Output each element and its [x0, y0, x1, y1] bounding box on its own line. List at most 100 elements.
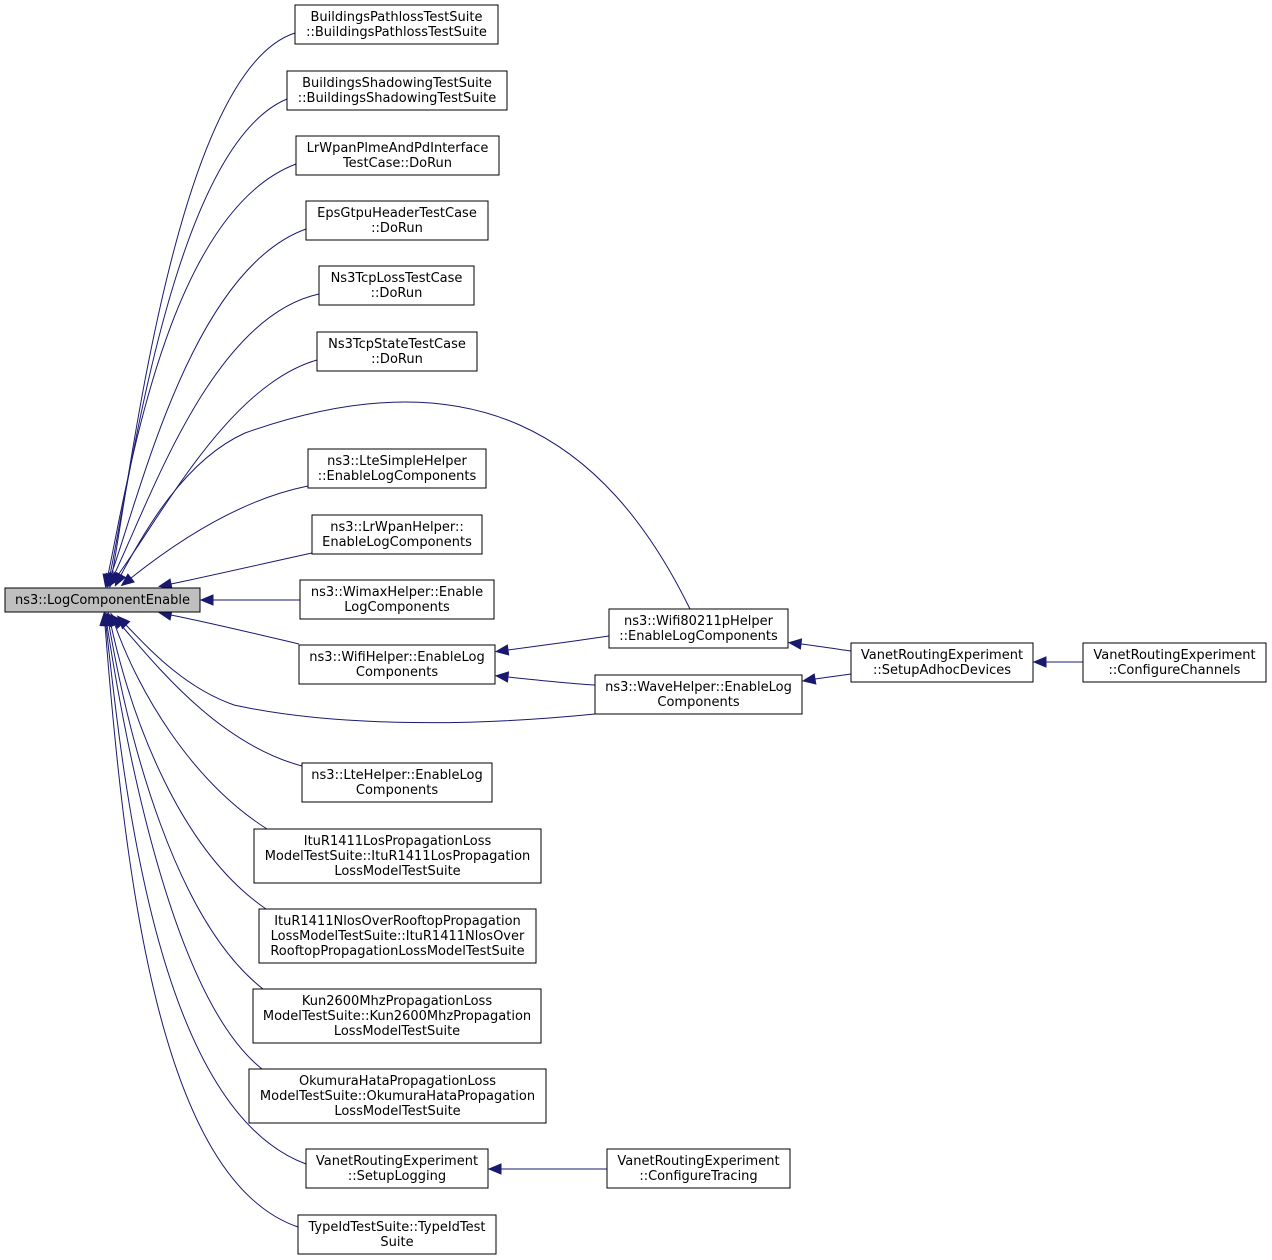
- node-label-line: ModelTestSuite::Kun2600MhzPropagation: [263, 1009, 531, 1024]
- node-label-line: Ns3TcpLossTestCase: [331, 271, 463, 286]
- caller-node-wfh[interactable]: ns3::WifiHelper::EnableLogComponents: [298, 644, 496, 685]
- caller-node-tid[interactable]: TypeIdTestSuite::TypeIdTestSuite: [297, 1214, 497, 1255]
- caller-node-w80[interactable]: ns3::Wifi80211pHelper::EnableLogComponen…: [608, 608, 789, 649]
- node-label-line: Components: [657, 695, 739, 710]
- arrowhead-icon: [1032, 656, 1047, 668]
- edge-line: [117, 359, 318, 576]
- nodes-layer: ns3::LogComponentEnable BuildingsPathloss…: [4, 4, 1267, 1255]
- edge-line: [108, 624, 264, 990]
- edge-line: [120, 624, 303, 767]
- caller-node-wmx[interactable]: ns3::WimaxHelper::EnableLogComponents: [299, 579, 495, 620]
- edge-line: [107, 163, 297, 576]
- node-label-line: Components: [356, 665, 438, 680]
- edge-wmx-to-root: [199, 594, 301, 606]
- caller-node-tcs[interactable]: Ns3TcpStateTestCase::DoRun: [316, 331, 478, 372]
- node-box: [295, 135, 500, 176]
- edge-line: [109, 98, 288, 576]
- caller-node-lwh[interactable]: ns3::LrWpanHelper::EnableLogComponents: [311, 514, 483, 555]
- node-label-line: RooftopPropagationLossModelTestSuite: [270, 944, 524, 959]
- node-label-line: ::BuildingsPathlossTestSuite: [306, 25, 487, 40]
- node-label-line: Suite: [380, 1235, 413, 1250]
- node-label-line: ::DoRun: [371, 352, 423, 367]
- caller-node-bpl[interactable]: BuildingsPathlossTestSuite::BuildingsPat…: [294, 4, 499, 45]
- node-label-line: ns3::WimaxHelper::Enable: [311, 585, 483, 600]
- node-label-line: BuildingsPathlossTestSuite: [311, 10, 483, 25]
- node-label-line: Kun2600MhzPropagationLoss: [302, 994, 492, 1009]
- node-label-line: Ns3TcpStateTestCase: [328, 337, 466, 352]
- arrowhead-icon: [801, 673, 817, 685]
- node-label-line: ModelTestSuite::OkumuraHataPropagation: [260, 1089, 535, 1104]
- caller-node-itn[interactable]: ItuR1411NlosOverRooftopPropagationLossMo…: [258, 908, 537, 964]
- node-box: [606, 1148, 791, 1189]
- caller-node-kun[interactable]: Kun2600MhzPropagationLossModelTestSuite:…: [252, 988, 542, 1044]
- edge-line: [130, 485, 309, 579]
- edge-line: [114, 624, 268, 830]
- caller-node-vad[interactable]: VanetRoutingExperiment::SetupAdhocDevice…: [850, 642, 1034, 683]
- node-box: [850, 642, 1034, 683]
- node-label-line: LossModelTestSuite: [334, 1024, 460, 1039]
- caller-node-lsh[interactable]: ns3::LteSimpleHelper::EnableLogComponent…: [307, 448, 487, 489]
- caller-node-eps[interactable]: EpsGtpuHeaderTestCase::DoRun: [305, 200, 489, 241]
- edge-tcs-to-root: [110, 359, 318, 586]
- edge-vad-to-wav: [801, 673, 852, 685]
- edge-lrp-to-root: [102, 163, 297, 589]
- node-box: [1082, 642, 1267, 683]
- node-box: [253, 828, 542, 884]
- arrowhead-icon: [494, 644, 510, 656]
- caller-node-bsh[interactable]: BuildingsShadowingTestSuite::BuildingsSh…: [286, 70, 508, 111]
- edge-line: [111, 32, 296, 576]
- node-box: [294, 4, 499, 45]
- edge-line: [125, 624, 596, 724]
- edge-w80-to-root: [114, 401, 691, 610]
- node-label-line: ::SetupLogging: [348, 1169, 446, 1184]
- caller-node-vcc[interactable]: VanetRoutingExperiment::ConfigureChannel…: [1082, 642, 1267, 683]
- caller-node-oku[interactable]: OkumuraHataPropagationLossModelTestSuite…: [248, 1068, 547, 1124]
- caller-node-itl[interactable]: ItuR1411LosPropagationLossModelTestSuite…: [253, 828, 542, 884]
- root-function-node[interactable]: ns3::LogComponentEnable: [4, 587, 201, 613]
- caller-node-tcl[interactable]: Ns3TcpLossTestCase::DoRun: [318, 265, 475, 306]
- node-label-line: ns3::WifiHelper::EnableLog: [309, 650, 484, 665]
- arrowhead-icon: [494, 671, 510, 683]
- edge-line: [105, 624, 307, 1165]
- edge-tid-to-root: [99, 611, 299, 1228]
- node-label-line: EpsGtpuHeaderTestCase: [317, 206, 477, 221]
- node-box: [301, 762, 493, 803]
- node-label-line: ::EnableLogComponents: [318, 469, 477, 484]
- caller-node-wav[interactable]: ns3::WaveHelper::EnableLogComponents: [594, 674, 803, 715]
- edge-line: [120, 401, 691, 610]
- edge-bpl-to-root: [106, 32, 296, 589]
- node-label-line: ns3::LteHelper::EnableLog: [311, 768, 482, 783]
- edge-line: [170, 614, 300, 645]
- node-label-line: VanetRoutingExperiment: [861, 648, 1023, 663]
- caller-node-lte[interactable]: ns3::LteHelper::EnableLogComponents: [301, 762, 493, 803]
- node-box: [318, 265, 475, 306]
- node-box: [286, 70, 508, 111]
- edge-vad-to-w80: [787, 638, 852, 652]
- edge-line: [104, 624, 299, 1228]
- edge-line: [800, 643, 852, 652]
- node-label-line: ns3::LrWpanHelper::: [330, 520, 463, 535]
- node-label-line: ::DoRun: [371, 286, 423, 301]
- node-label-line: ::SetupAdhocDevices: [873, 663, 1011, 678]
- node-box: [297, 1214, 497, 1255]
- edge-wav-to-wfh: [494, 671, 596, 686]
- caller-node-vsl[interactable]: VanetRoutingExperiment::SetupLogging: [305, 1148, 489, 1189]
- edge-kun-to-root: [103, 611, 264, 990]
- edges-layer: [99, 32, 1083, 1228]
- node-label-line: ::DoRun: [371, 221, 423, 236]
- node-box: [248, 1068, 547, 1124]
- edge-eps-to-root: [105, 228, 307, 588]
- edge-line: [110, 228, 307, 576]
- node-label-line: VanetRoutingExperiment: [617, 1154, 779, 1169]
- edge-bsh-to-root: [104, 98, 288, 589]
- node-box: [307, 448, 487, 489]
- arrowhead-icon: [99, 611, 111, 626]
- arrowhead-icon: [787, 638, 803, 650]
- arrowhead-icon: [199, 594, 214, 606]
- edge-vct-to-vsl: [487, 1163, 608, 1175]
- node-box: [252, 988, 542, 1044]
- node-box: [305, 1148, 489, 1189]
- caller-node-vct[interactable]: VanetRoutingExperiment::ConfigureTracing: [606, 1148, 791, 1189]
- node-label-line: BuildingsShadowingTestSuite: [302, 76, 492, 91]
